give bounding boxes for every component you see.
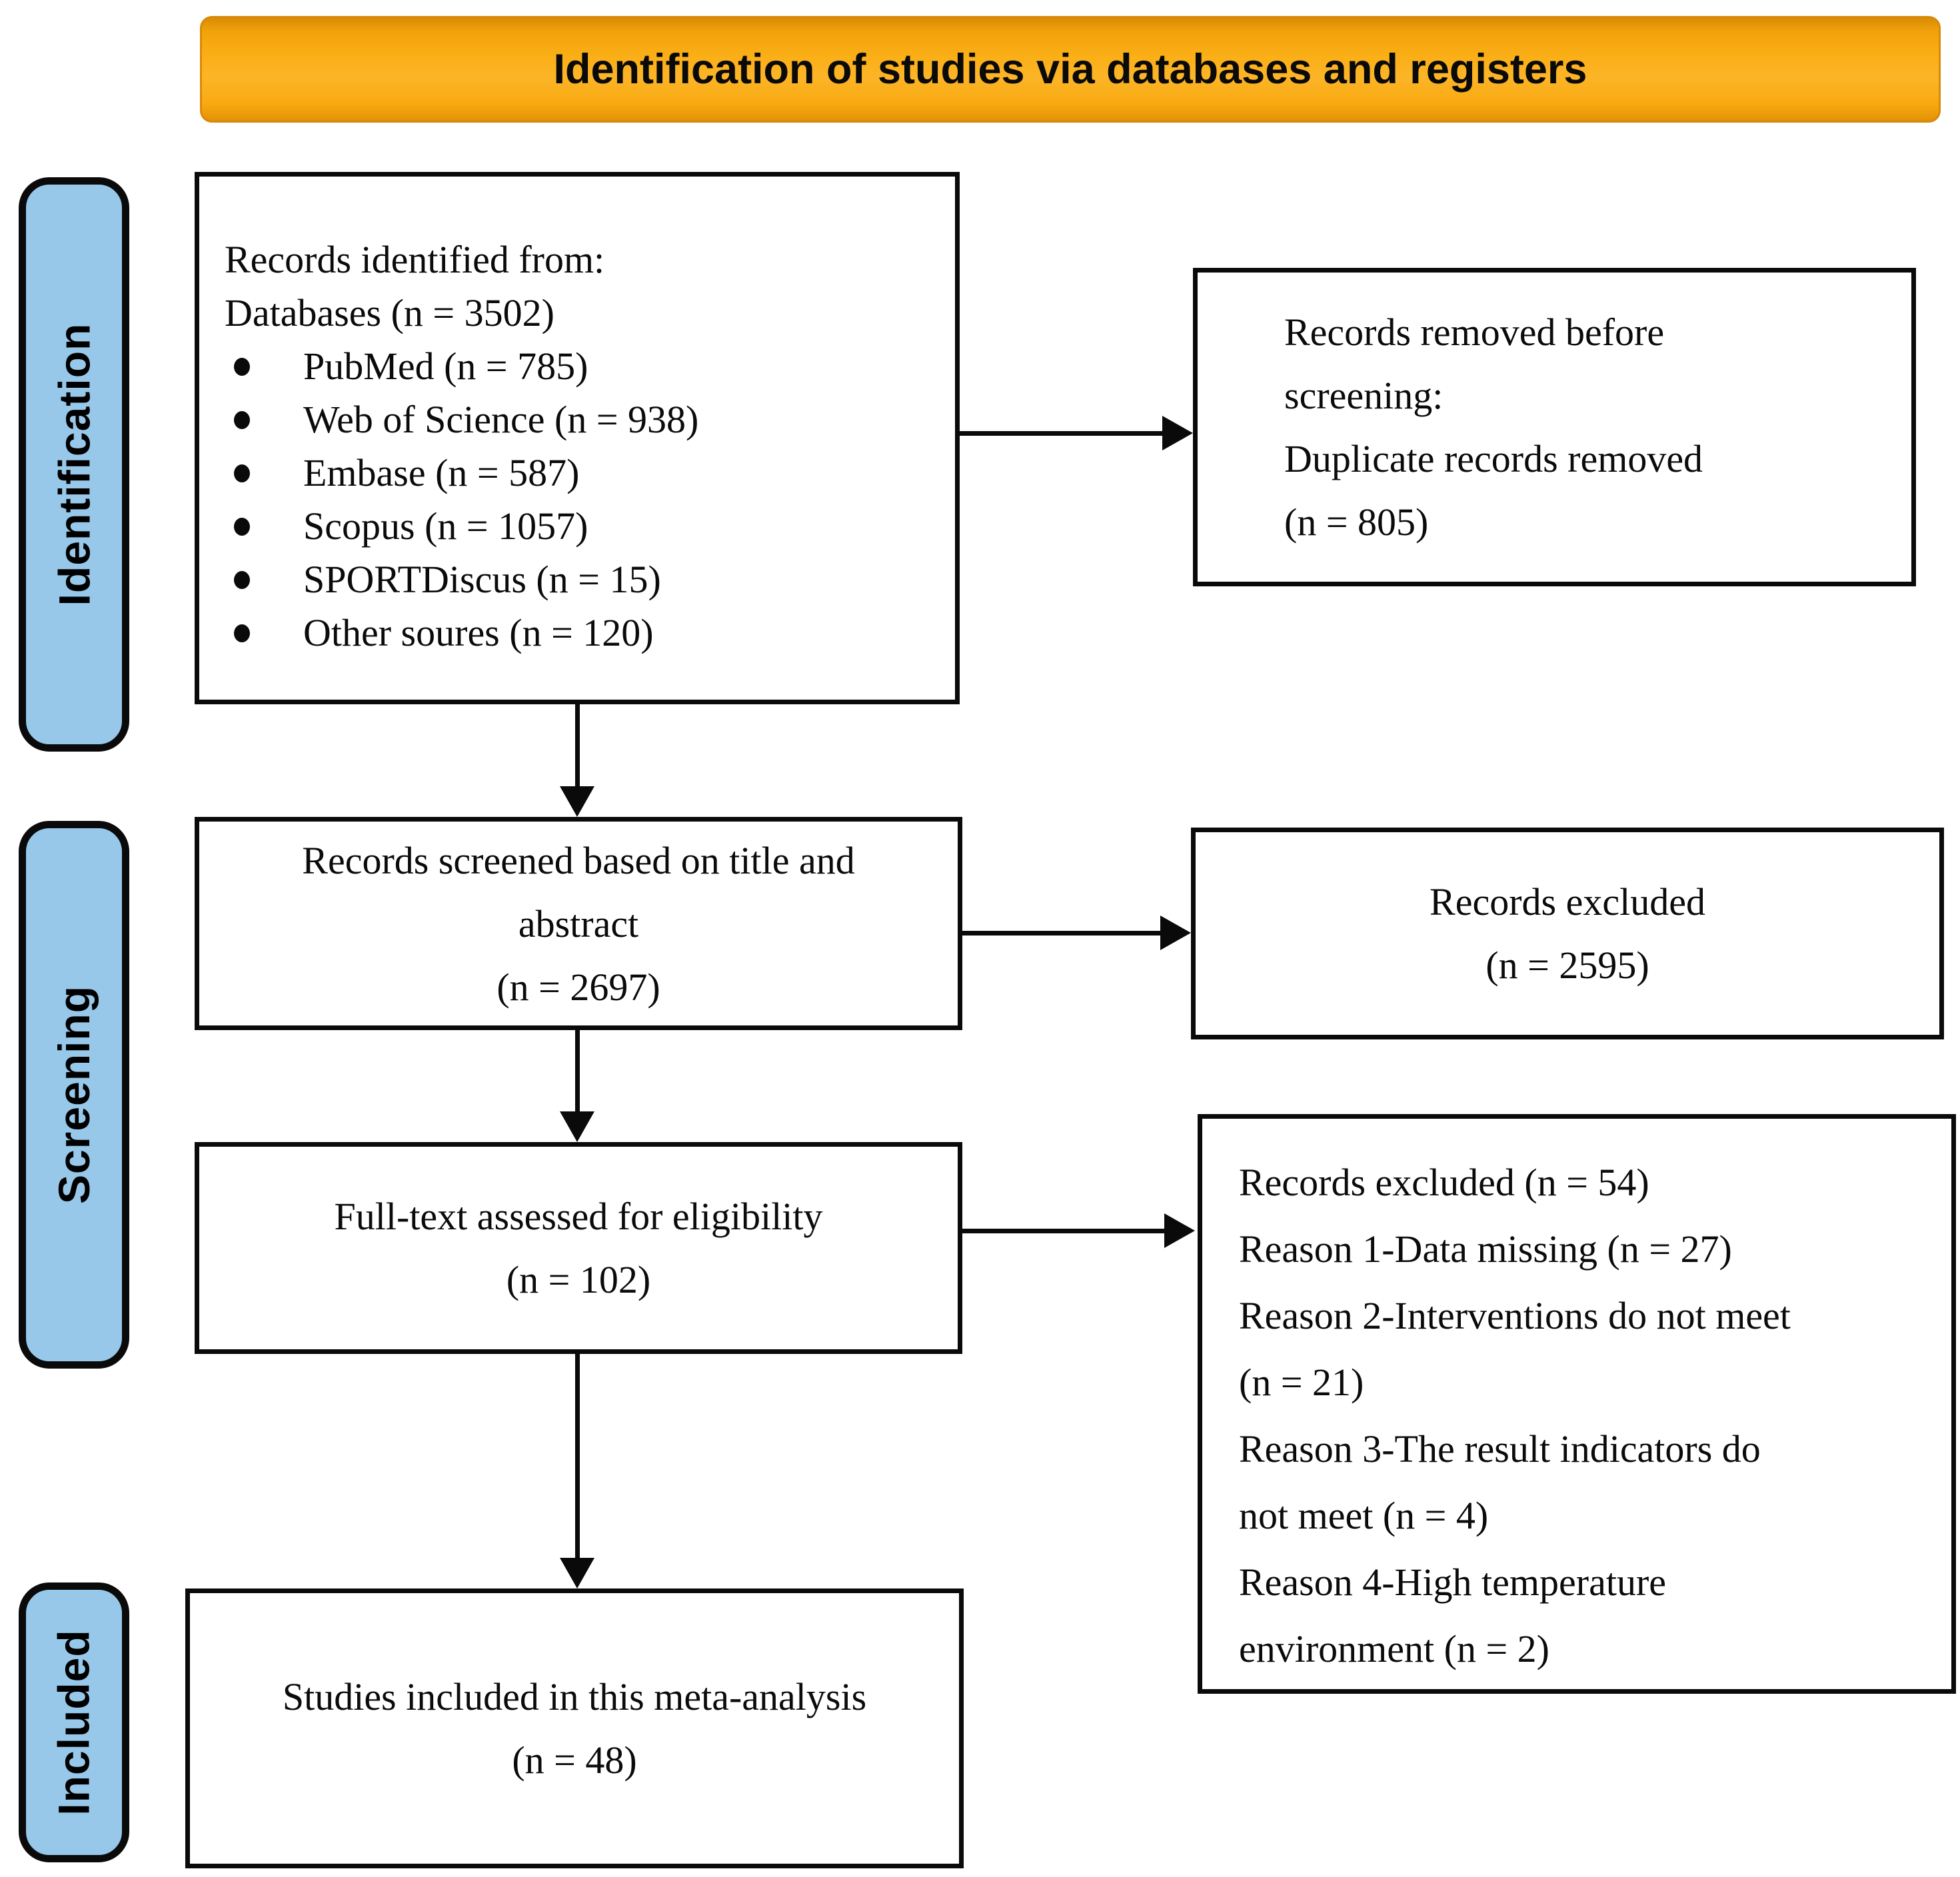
- arrow-head-icon: [1162, 416, 1193, 450]
- fulltext-assessed-line: Full-text assessed for eligibility: [334, 1195, 823, 1238]
- database-sportdiscus: SPORTDiscus (n = 15): [303, 558, 661, 601]
- exclusion-reason-line: Reason 2-Interventions do not meet: [1239, 1294, 1791, 1337]
- records-identified-text: Records identified from: Databases (n = …: [199, 177, 955, 660]
- stage-included-label: Included: [49, 1629, 99, 1816]
- records-removed-line: (n = 805): [1284, 500, 1429, 544]
- stage-screening-label: Screening: [49, 985, 99, 1205]
- database-item: PubMed (n = 785): [225, 340, 942, 393]
- database-web-of-science: Web of Science (n = 938): [303, 398, 699, 441]
- records-screened-line: Records screened based on title and: [302, 838, 855, 882]
- records-excluded-line: (n = 2595): [1485, 943, 1649, 987]
- records-removed-line: screening:: [1284, 374, 1444, 417]
- records-removed-box: Records removed before screening: Duplic…: [1193, 268, 1916, 586]
- records-screened-line: abstract: [518, 902, 639, 945]
- records-excluded-box: Records excluded (n = 2595): [1191, 828, 1944, 1039]
- records-identified-line2: Databases (n = 3502): [225, 291, 554, 334]
- arrow-head-icon: [1164, 1213, 1195, 1248]
- bullet-icon: [234, 570, 250, 589]
- records-screened-line: (n = 2697): [496, 965, 660, 1009]
- studies-included-box: Studies included in this meta-analysis (…: [185, 1588, 964, 1868]
- exclusion-reason-line: not meet (n = 4): [1239, 1494, 1489, 1537]
- database-item: Other soures (n = 120): [225, 606, 942, 660]
- records-excluded-line: Records excluded: [1430, 880, 1705, 924]
- database-item: Embase (n = 587): [225, 446, 942, 500]
- database-embase: Embase (n = 587): [303, 451, 580, 494]
- database-item: SPORTDiscus (n = 15): [225, 553, 942, 606]
- records-removed-line: Records removed before: [1284, 311, 1665, 354]
- stage-screening: Screening: [19, 821, 129, 1369]
- arrow-line: [962, 1229, 1167, 1233]
- arrow-line: [962, 931, 1162, 936]
- exclusion-reason-line: Reason 1-Data missing (n = 27): [1239, 1227, 1732, 1271]
- arrow-line: [575, 1030, 580, 1114]
- database-item: Scopus (n = 1057): [225, 500, 942, 553]
- header-title: Identification of studies via databases …: [553, 46, 1587, 93]
- database-item: Web of Science (n = 938): [225, 393, 942, 446]
- records-screened-box: Records screened based on title and abst…: [195, 817, 962, 1030]
- fulltext-assessed-line: (n = 102): [506, 1258, 651, 1301]
- studies-included-line: (n = 48): [512, 1738, 637, 1782]
- exclusion-reason-line: Reason 3-The result indicators do: [1239, 1427, 1761, 1471]
- records-identified-box: Records identified from: Databases (n = …: [195, 172, 960, 704]
- database-other-sources: Other soures (n = 120): [303, 611, 654, 654]
- exclusion-reason-line: Reason 4-High temperature: [1239, 1561, 1667, 1604]
- bullet-icon: [234, 357, 250, 376]
- records-removed-line: Duplicate records removed: [1284, 437, 1703, 480]
- stage-identification-label: Identification: [49, 322, 99, 606]
- studies-included-line: Studies included in this meta-analysis: [282, 1675, 867, 1718]
- bullet-icon: [234, 517, 250, 536]
- database-scopus: Scopus (n = 1057): [303, 504, 588, 548]
- bullet-icon: [234, 624, 250, 642]
- arrow-head-icon: [560, 1111, 594, 1142]
- arrow-line: [575, 704, 580, 789]
- arrow-line: [575, 1354, 580, 1561]
- exclusion-reason-line: (n = 21): [1239, 1361, 1364, 1404]
- exclusion-reason-line: environment (n = 2): [1239, 1627, 1549, 1670]
- stage-included: Included: [19, 1582, 129, 1862]
- arrow-head-icon: [1160, 916, 1191, 950]
- bullet-icon: [234, 410, 250, 429]
- exclusion-reason-line: Records excluded (n = 54): [1239, 1161, 1649, 1204]
- arrow-head-icon: [560, 1558, 594, 1588]
- records-identified-line1: Records identified from:: [225, 238, 605, 281]
- arrow-line: [960, 431, 1164, 436]
- fulltext-assessed-box: Full-text assessed for eligibility (n = …: [195, 1142, 962, 1354]
- header-banner: Identification of studies via databases …: [200, 16, 1941, 123]
- exclusion-reasons-box: Records excluded (n = 54) Reason 1-Data …: [1198, 1114, 1956, 1694]
- arrow-head-icon: [560, 786, 594, 817]
- database-pubmed: PubMed (n = 785): [303, 344, 588, 388]
- bullet-icon: [234, 464, 250, 482]
- stage-identification: Identification: [19, 177, 129, 752]
